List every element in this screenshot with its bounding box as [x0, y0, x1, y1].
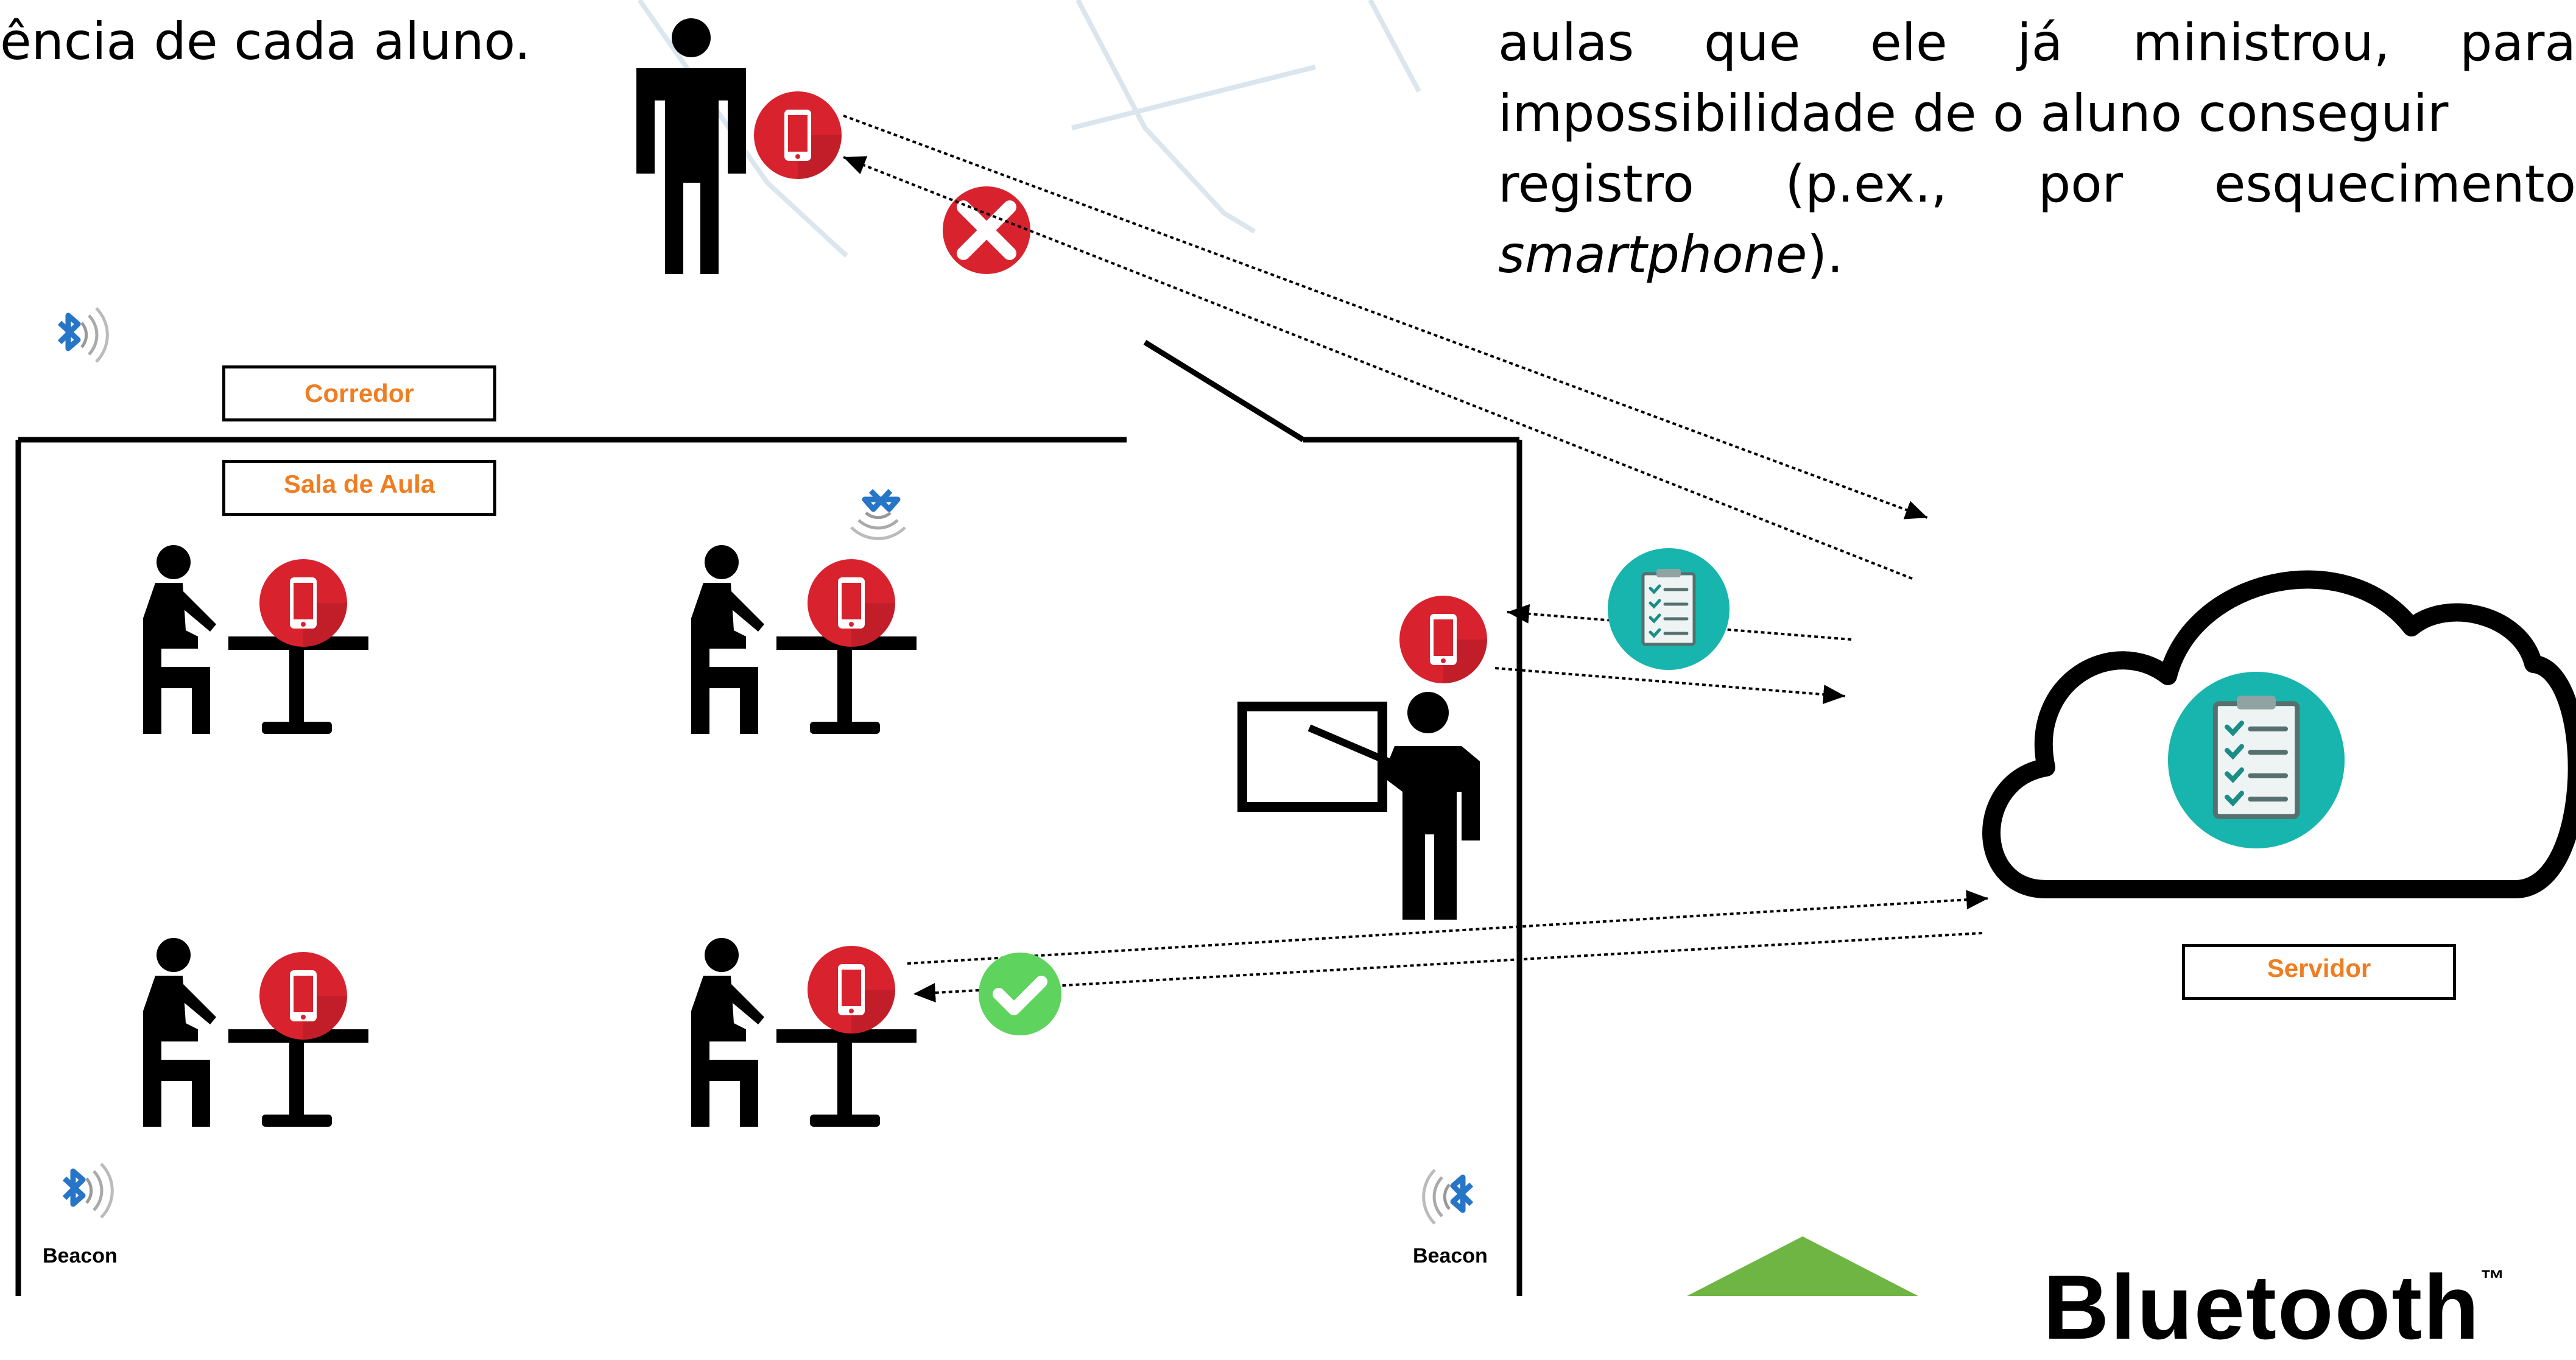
- paragraph-fragment-right: aulas que ele já ministrou, para impossi…: [1498, 7, 2576, 290]
- beacon-label-left: Beacon: [43, 1244, 118, 1267]
- door-line: [1143, 340, 1305, 442]
- text-line-justified: aulas que ele já ministrou, para: [1498, 7, 2576, 78]
- word: registro: [1498, 154, 1694, 214]
- smartphone-icon: [808, 946, 895, 1034]
- classroom-label: Sala de Aula: [222, 460, 496, 516]
- green-arrow-shape: [1687, 1236, 1918, 1296]
- dotted-arrows: [843, 115, 1989, 1002]
- watermark-logo: [637, 0, 1421, 258]
- arrow-to-server: [843, 115, 1928, 520]
- italic-word: smartphone: [1498, 225, 1807, 284]
- smartphone-icon: [259, 559, 347, 647]
- server-label: Servidor: [2182, 944, 2456, 1000]
- smartphone-icon: [754, 91, 842, 179]
- classroom-walls: [15, 437, 1522, 1296]
- text-line-justified: registro (p.ex., por esquecimento: [1498, 149, 2576, 219]
- arrow-accepted: [913, 932, 1983, 1002]
- beacon-label-right: Beacon: [1413, 1244, 1488, 1267]
- checklist-icon: [1608, 548, 1730, 670]
- attendance-diagram: [15, 0, 2576, 1296]
- word: aulas: [1498, 13, 1635, 72]
- punctuation: ).: [1807, 225, 1843, 284]
- paragraph-fragment-left: ência de cada aluno.: [0, 6, 530, 77]
- bluetooth-icon: [851, 491, 905, 538]
- standing-student: [636, 18, 746, 274]
- check-circle-icon: [979, 953, 1061, 1035]
- teacher-figure: [1237, 692, 1480, 920]
- word: que: [1704, 13, 1801, 72]
- x-circle-icon: [943, 186, 1030, 274]
- arrow-teacher-to-server: [1494, 667, 1846, 705]
- word: esquecimento: [2214, 154, 2576, 214]
- text-line: smartphone).: [1498, 219, 2576, 290]
- smartphone-icon: [259, 952, 347, 1040]
- smartphone-icon: [1399, 596, 1487, 683]
- bluetooth-icon: [60, 308, 107, 362]
- smartphone-icon: [808, 559, 895, 647]
- word: por: [2038, 154, 2124, 214]
- bluetooth-wordmark: Bluetooth™: [2043, 1255, 2506, 1360]
- word: já: [2017, 13, 2063, 72]
- corridor-label: Corredor: [222, 365, 496, 421]
- cloud-icon: [1982, 570, 2576, 898]
- brand-text: Bluetooth: [2043, 1256, 2480, 1358]
- bluetooth-icon: [65, 1164, 112, 1217]
- word: ministrou,: [2132, 13, 2390, 72]
- trademark: ™: [2480, 1266, 2506, 1292]
- bluetooth-icon: [1424, 1170, 1471, 1224]
- word: ele: [1870, 13, 1948, 72]
- word: (p.ex.,: [1785, 154, 1948, 214]
- word: para: [2460, 13, 2576, 72]
- text-line: impossibilidade de o aluno conseguir: [1498, 83, 2449, 143]
- text-line: ência de cada aluno.: [0, 12, 531, 71]
